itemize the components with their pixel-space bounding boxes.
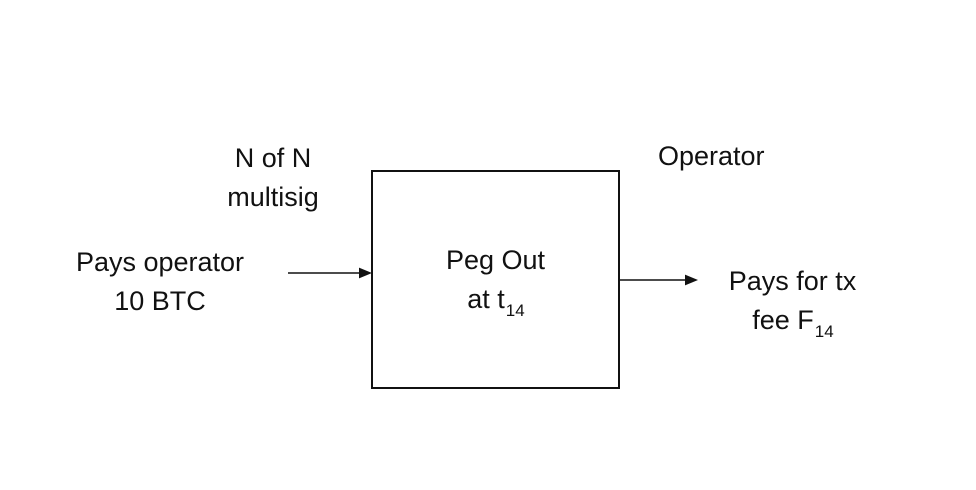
payer-label-line2: 10 BTC [114,286,206,316]
peg-out-box: Peg Out at t14 [371,170,620,389]
peg-out-box-line2-subscript: 14 [505,300,525,320]
multisig-label-line2: multisig [227,182,319,212]
payer-label-line1: Pays operator [75,247,245,277]
peg-out-box-line1: Peg Out [445,244,546,275]
fee-label-line2-subscript: 14 [814,322,834,342]
operator-label: Operator [658,141,765,171]
fee-label-line2-text: fee F [752,305,814,335]
multisig-label-line1: N of N [234,143,312,173]
peg-out-box-line2: at t14 [467,280,525,320]
peg-out-box-line2-text: at t [467,283,505,314]
fee-label: Pays for tx fee F14 [690,262,895,340]
output-arrow-icon [620,274,698,286]
payer-label: Pays operator 10 BTC [40,243,280,321]
fee-label-line2: fee F14 [690,301,895,340]
multisig-label: N of N multisig [170,139,376,217]
fee-label-line1: Pays for tx [728,266,857,296]
input-arrow-icon [288,267,372,279]
